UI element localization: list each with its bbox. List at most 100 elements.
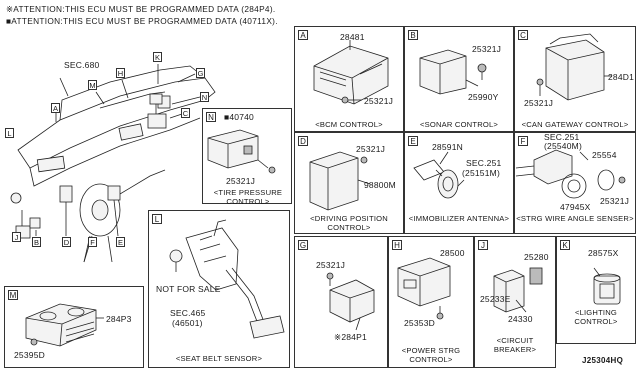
caption-driving-position-control: <DRIVING POSITION CONTROL> <box>310 214 388 232</box>
panel-j-letter: J <box>478 240 488 250</box>
part-284p3: 284P3 <box>106 314 132 324</box>
part-24330: 24330 <box>508 314 533 324</box>
panel-g-module: G <box>294 236 388 368</box>
immobilizer-antenna-drawing <box>413 151 465 199</box>
part-25554: 25554 <box>592 150 617 160</box>
part-40740: ■40740 <box>224 112 254 122</box>
panel-b-sonar-control: B <box>404 26 514 132</box>
callout-k[interactable]: K <box>153 52 162 62</box>
part-28500: 28500 <box>440 248 465 258</box>
caption-circuit-breaker: <CIRCUIT BREAKER> <box>493 336 537 354</box>
panel-d-letter: D <box>298 136 308 146</box>
part-25151m: (25151M) <box>462 168 500 178</box>
part-98800m: 98800M <box>364 180 396 190</box>
sonar-control-drawing <box>419 49 487 95</box>
part-25395d: 25395D <box>14 350 45 360</box>
callout-h[interactable]: H <box>116 68 125 78</box>
panel-n-tire-pressure-control: N <box>202 108 292 204</box>
callout-g[interactable]: G <box>196 68 205 78</box>
caption-bcm-control: <BCM CONTROL> <box>315 120 383 129</box>
sec-251-f: SEC.251 <box>544 132 580 142</box>
part-25321j-n: 25321J <box>226 176 256 186</box>
panel-a-letter: A <box>298 30 308 40</box>
callout-l[interactable]: L <box>5 128 14 138</box>
lighting-control-drawing <box>593 267 621 305</box>
caption-lighting-control: <LIGHTING CONTROL> <box>574 308 618 326</box>
steering-angle-sensor-drawing <box>515 149 626 199</box>
caption-power-steering-control: <POWER STRG CONTROL> <box>401 346 461 364</box>
power-steering-control-drawing <box>397 257 451 320</box>
module-g-drawing <box>326 272 375 331</box>
callout-f[interactable]: F <box>88 237 97 247</box>
caption-tire-pressure-control: <TIRE PRESSURE CONTROL> <box>213 188 283 206</box>
sec-465-label: SEC.465 <box>170 308 206 318</box>
panel-c-can-gateway-control: C <box>514 26 636 132</box>
part-46501: (46501) <box>172 318 203 328</box>
console-switch-drawing <box>25 303 104 347</box>
part-284d1: 284D1 <box>608 72 635 82</box>
circuit-breaker-drawing <box>493 267 543 313</box>
tire-pressure-control-drawing <box>207 129 276 174</box>
panel-h-letter: H <box>392 240 402 250</box>
callout-m[interactable]: M <box>88 80 97 90</box>
caption-seat-belt-sensor: <SEAT BELT SENSOR> <box>175 354 263 363</box>
callout-d[interactable]: D <box>62 237 71 247</box>
panel-j-circuit-breaker: J <box>474 236 556 368</box>
part-25321j-c: 25321J <box>524 98 554 108</box>
panel-a-bcm-control: A <box>294 26 404 132</box>
panel-f-steering-angle-sensor: F <box>514 132 636 234</box>
panel-f-letter: F <box>518 136 528 146</box>
part-25321j-d: 25321J <box>356 144 386 154</box>
part-28481: 28481 <box>340 32 365 42</box>
callout-b[interactable]: B <box>32 237 41 247</box>
not-for-sale-label: NOT FOR SALE <box>156 284 221 294</box>
panel-k-lighting-control: K <box>556 236 636 344</box>
instrument-panel-drawing <box>10 64 216 263</box>
part-25321j-b: 25321J <box>472 44 502 54</box>
panel-n-letter: N <box>206 112 216 122</box>
caption-immobilizer-antenna: <IMMOBILIZER ANTENNA> <box>408 214 510 223</box>
callout-c[interactable]: C <box>181 108 190 118</box>
panel-h-power-steering-control: H <box>388 236 474 368</box>
part-25233e: 25233E <box>480 294 511 304</box>
panel-l-letter: L <box>152 214 162 224</box>
part-25321j-a: 25321J <box>364 96 394 106</box>
part-25353d: 25353D <box>404 318 435 328</box>
panel-g-letter: G <box>298 240 308 250</box>
panel-e-immobilizer-antenna: E <box>404 132 514 234</box>
part-25990y: 25990Y <box>468 92 499 102</box>
panel-b-letter: B <box>408 30 418 40</box>
part-28591n: 28591N <box>432 142 463 152</box>
seat-belt-sensor-drawing <box>169 219 285 339</box>
part-284p1: ※284P1 <box>334 332 367 342</box>
driving-position-control-drawing <box>309 151 371 211</box>
attention-note-40711x: ■ATTENTION:THIS ECU MUST BE PROGRAMMED D… <box>6 16 278 26</box>
panel-d-driving-position-control: D <box>294 132 404 234</box>
part-25321j-g: 25321J <box>316 260 346 270</box>
sec-251-e: SEC.251 <box>466 158 502 168</box>
bcm-drawing <box>313 40 389 105</box>
diagram-reference: J25304HQ <box>582 356 624 365</box>
panel-e-letter: E <box>408 136 418 146</box>
callout-j[interactable]: J <box>12 232 21 242</box>
caption-can-gateway-control: <CAN GATEWAY CONTROL> <box>521 120 629 129</box>
panel-m-letter: M <box>8 290 18 300</box>
panel-m-console-switch: M <box>4 286 144 368</box>
attention-note-284p4: ※ATTENTION:THIS ECU MUST BE PROGRAMMED D… <box>6 4 276 14</box>
callout-n[interactable]: N <box>200 92 209 102</box>
panel-c-letter: C <box>518 30 528 40</box>
part-28575x: 28575X <box>588 248 619 258</box>
caption-steering-angle-sensor: <STRG WIRE ANGLE SENSER> <box>516 214 634 223</box>
sec-680-label: SEC.680 <box>64 60 100 70</box>
can-gateway-drawing <box>536 33 612 101</box>
part-25280: 25280 <box>524 252 549 262</box>
part-25540m: (25540M) <box>544 141 582 151</box>
part-47945x: 47945X <box>560 202 591 212</box>
caption-sonar-control: <SONAR CONTROL> <box>419 120 499 129</box>
part-25321j-f: 25321J <box>600 196 630 206</box>
callout-e[interactable]: E <box>116 237 125 247</box>
panel-k-letter: K <box>560 240 570 250</box>
panel-l-seat-belt-sensor: L <box>148 210 290 368</box>
callout-a[interactable]: A <box>51 103 60 113</box>
